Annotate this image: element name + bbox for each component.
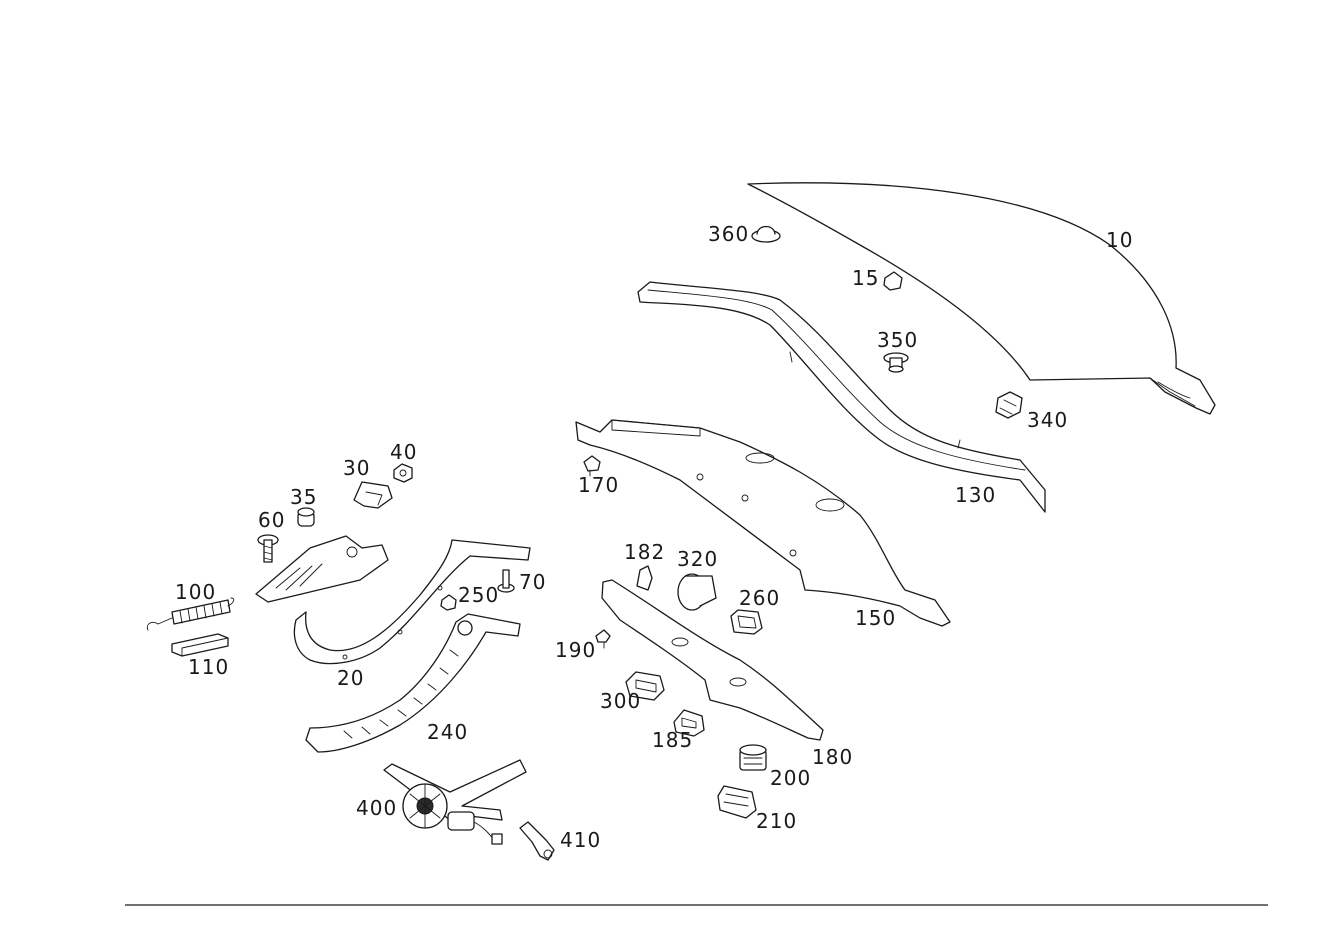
callout-10: 10 (1106, 228, 1133, 252)
callout-150: 150 (855, 606, 896, 630)
part-110-block (171, 633, 229, 657)
part-60-bolt (257, 534, 279, 563)
callout-200: 200 (770, 766, 811, 790)
callout-130: 130 (955, 483, 996, 507)
part-20-hinge (255, 535, 531, 665)
callout-260: 260 (739, 586, 780, 610)
part-400-motor (383, 759, 527, 845)
callout-250: 250 (458, 583, 499, 607)
part-130-seal (637, 281, 1046, 513)
callout-320: 320 (677, 547, 718, 571)
part-35-bushing (297, 507, 315, 527)
part-180-lower-trim (601, 579, 824, 741)
part-360-grommet (751, 225, 781, 243)
callout-35: 35 (290, 485, 317, 509)
callout-240: 240 (427, 720, 468, 744)
callout-300: 300 (600, 689, 641, 713)
part-182-cap (636, 565, 653, 591)
callout-30: 30 (343, 456, 370, 480)
callout-100: 100 (175, 580, 216, 604)
callout-350: 350 (877, 328, 918, 352)
part-100-spring (146, 597, 235, 631)
callout-340: 340 (1027, 408, 1068, 432)
part-250-nut (440, 594, 457, 611)
part-340-actuator (995, 391, 1023, 419)
callout-110: 110 (188, 655, 229, 679)
part-30-bracket (353, 481, 393, 509)
part-150-trim-panel (575, 419, 951, 627)
part-190-clip (595, 629, 611, 649)
part-170-clip (583, 455, 601, 477)
part-40-nut (393, 463, 413, 483)
part-260-handle (730, 609, 763, 635)
callout-20: 20 (337, 666, 364, 690)
part-320-cover (677, 573, 717, 611)
callout-182: 182 (624, 540, 665, 564)
callout-40: 40 (390, 440, 417, 464)
part-200-lock (739, 744, 767, 771)
part-240-gear-segment (305, 613, 521, 753)
callout-410: 410 (560, 828, 601, 852)
callout-190: 190 (555, 638, 596, 662)
callout-180: 180 (812, 745, 853, 769)
callout-60: 60 (258, 508, 285, 532)
callout-15: 15 (852, 266, 879, 290)
part-70-screw (497, 569, 515, 593)
callout-170: 170 (578, 473, 619, 497)
callout-185: 185 (652, 728, 693, 752)
callout-360: 360 (708, 222, 749, 246)
part-210-housing (717, 785, 757, 819)
part-350-clip (883, 352, 909, 373)
part-410-sensor (519, 821, 555, 861)
part-15-plug (883, 271, 903, 291)
callout-210: 210 (756, 809, 797, 833)
callout-70: 70 (519, 570, 546, 594)
callout-labels: 10 15 20 30 35 40 60 70 100 110 130 150 … (175, 222, 1133, 852)
part-185-light (673, 709, 705, 737)
callout-400: 400 (356, 796, 397, 820)
part-300-light (625, 671, 665, 701)
part-10-trunk-lid (747, 182, 1216, 415)
